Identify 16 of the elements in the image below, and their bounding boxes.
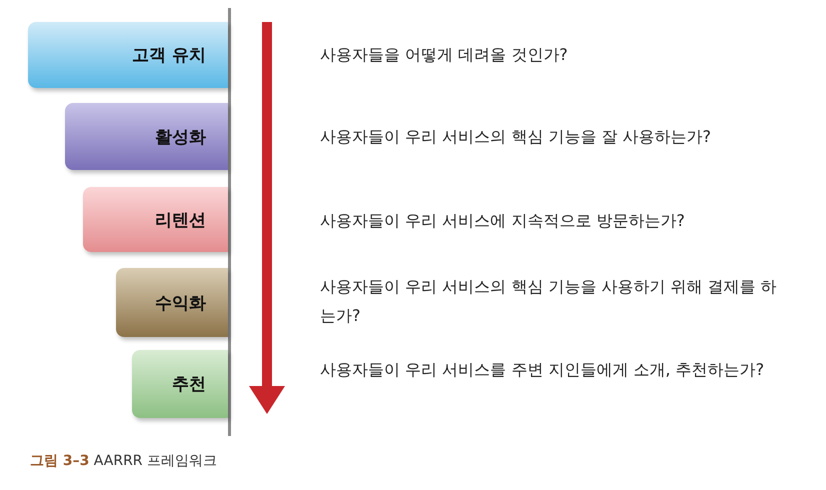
funnel-bar [116,268,228,337]
stage-question: 사용자들이 우리 서비스에 지속적으로 방문하는가? [320,210,686,232]
stage-label: 리텐션 [155,209,206,231]
stage-question: 사용자들이 우리 서비스의 핵심 기능을 잘 사용하는가? [320,126,712,148]
funnel-bar [28,22,228,88]
funnel-bar [83,187,228,252]
stage-question: 사용자들을 어떻게 데려올 것인가? [320,44,569,66]
stage-question: 사용자들이 우리 서비스의 핵심 기능을 사용하기 위해 결제를 하는가? [320,276,778,327]
stage-question: 사용자들이 우리 서비스를 주변 지인들에게 소개, 추천하는가? [320,359,766,381]
funnel-bar [132,350,228,418]
figure-caption: 그림 3–3 AARRR 프레임워크 [30,452,217,470]
stage-label: 활성화 [155,126,206,148]
stage-label: 수익화 [155,292,206,314]
funnel-bar [65,103,228,170]
stage-label: 고객 유치 [132,44,206,66]
stage-label: 추천 [172,374,206,396]
